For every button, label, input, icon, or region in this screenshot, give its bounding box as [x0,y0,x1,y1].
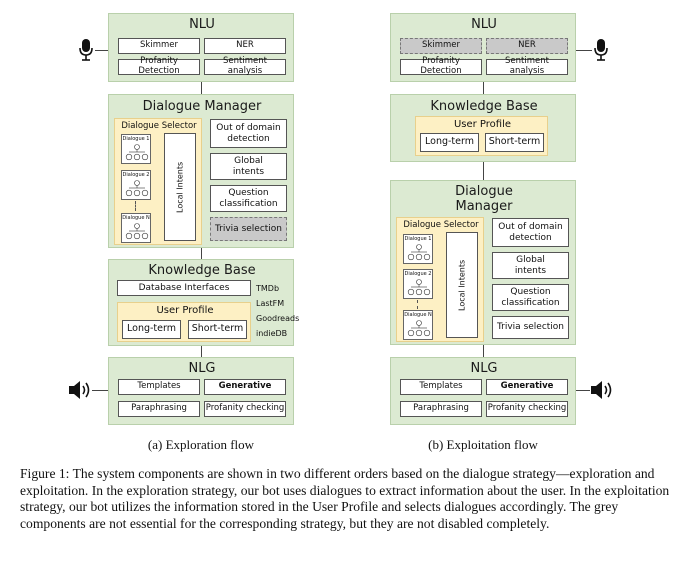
knowledge-base-panel-right: Knowledge Base User Profile Long-term Sh… [390,94,576,162]
sentiment-analysis-box: Sentiment analysis [204,56,286,76]
source-tmdb: TMDb [256,284,280,293]
nlu-panel: NLU Skimmer NER Profanity Detection Sent… [108,13,294,82]
dialogue-1-label: Dialogue 1 [122,136,150,142]
dialogue-manager-panel: Dialogue Manager Dialogue Selector Dialo… [108,94,294,248]
short-term-box: Short-term [188,320,247,339]
caption-b: (b) Exploitation flow [428,437,538,452]
paraphrasing-box: Paraphrasing [118,401,200,417]
dialogue-manager-panel-right: Dialogue Manager Dialogue Selector Dialo… [390,180,576,345]
trivia-selection-box-right: Trivia selection [492,316,569,339]
trivia-selection-box: Trivia selection [210,217,287,241]
nlg-title-right: NLG [470,361,498,376]
user-profile-label: User Profile [156,305,214,316]
ner-box: NER [204,38,286,54]
nlg-panel: NLG Templates Generative Paraphrasing Pr… [108,357,294,425]
arrow-nlu-dm [201,82,202,94]
nlg-panel-right: NLG Templates Generative Paraphrasing Pr… [390,357,576,425]
dialogue-n-right: Dialogue N [403,310,433,340]
arrow-dm-kb [201,248,202,259]
skimmer-box-right: Skimmer [400,38,482,54]
generative-box-right: Generative [486,379,568,395]
local-intents-right: Local Intents [446,232,478,338]
dialogue-selector-label: Dialogue Selector [121,121,197,131]
templates-box: Templates [118,379,200,395]
skimmer-box: Skimmer [118,38,200,54]
nlg-title: NLG [188,361,216,376]
arrow-nlu-kb-right [483,82,484,94]
nlu-title-right: NLU [471,17,497,32]
nlu-title: NLU [189,17,215,32]
dialogue-tree-icon [125,144,149,161]
dialogue-2-label-right: Dialogue 2 [404,271,432,277]
mic-connector [95,50,108,51]
speaker-connector [92,390,108,391]
mic-connector-right [576,50,592,51]
templates-box-right: Templates [400,379,482,395]
short-term-box-right: Short-term [485,133,544,152]
dialogue-manager-title: Dialogue Manager [142,99,262,114]
out-of-domain-box-right: Out of domain detection [492,218,569,247]
profanity-detection-box-right: Profanity Detection [400,56,482,76]
dialogue-n-label-right: Dialogue N [404,312,432,318]
out-of-domain-box: Out of domain detection [210,119,287,148]
knowledge-base-title-right: Knowledge Base [430,99,538,114]
source-indiedb: indieDB [256,329,288,338]
global-intents-box: Global intents [210,153,287,180]
arrow-kb-nlg [201,346,202,357]
dialogue-manager-title-1: Dialogue [455,184,513,199]
profanity-detection-box: Profanity Detection [118,56,200,76]
question-classification-box-right: Question classification [492,284,569,311]
knowledge-base-panel: Knowledge Base Database Interfaces User … [108,259,299,346]
dialogue-2-label: Dialogue 2 [122,172,150,178]
user-profile: User Profile Long-term Short-term [117,302,251,342]
arrow-dm-nlg-right [483,345,484,357]
dialogue-tree-icon [125,223,149,240]
dialogue-1-label-right: Dialogue 1 [404,236,432,242]
profanity-checking-box: Profanity checking [204,401,286,417]
question-classification-box: Question classification [210,185,287,212]
paraphrasing-box-right: Paraphrasing [400,401,482,417]
user-profile-label-right: User Profile [453,119,512,130]
sentiment-analysis-box-right: Sentiment analysis [486,56,568,76]
dialogue-ellipsis [135,201,136,211]
dialogue-selector-label-right: Dialogue Selector [403,220,479,230]
microphone-icon [594,39,608,61]
long-term-box-right: Long-term [420,133,479,152]
speaker-icon [69,381,90,399]
ner-box-right: NER [486,38,568,54]
caption-a: (a) Exploration flow [147,437,255,452]
generative-box: Generative [204,379,286,395]
dialogue-tree-icon [407,279,431,296]
knowledge-base-title: Knowledge Base [148,263,256,278]
database-interfaces-box: Database Interfaces [117,280,251,296]
dialogue-tree-icon [407,320,431,337]
nlu-panel-right: NLU Skimmer NER Profanity Detection Sent… [390,13,576,82]
dialogue-2-right: Dialogue 2 [403,269,433,299]
figure-caption: Figure 1: The system components are show… [20,466,670,531]
dialogue-manager-title-2: Manager [455,199,513,214]
dialogue-n: Dialogue N [121,213,151,243]
arrow-kb-dm-right [483,162,484,180]
dialogue-1-right: Dialogue 1 [403,234,433,264]
local-intents: Local Intents [164,133,196,241]
microphone-icon [79,39,93,61]
global-intents-box-right: Global intents [492,252,569,279]
dialogue-selector-right: Dialogue Selector Dialogue 1 Dialogue 2 … [396,217,484,342]
dialogue-tree-icon [407,244,431,261]
profanity-checking-box-right: Profanity checking [486,401,568,417]
dialogue-tree-icon [125,180,149,197]
dialogue-ellipsis-right [417,300,418,309]
speaker-connector-right [576,390,590,391]
dialogue-n-label: Dialogue N [122,215,150,221]
user-profile-right: User Profile Long-term Short-term [415,116,548,156]
dialogue-1: Dialogue 1 [121,134,151,164]
long-term-box: Long-term [122,320,181,339]
dialogue-2: Dialogue 2 [121,170,151,200]
speaker-icon [591,381,612,399]
source-lastfm: LastFM [256,299,285,308]
dialogue-selector: Dialogue Selector Dialogue 1 Dialogue 2 … [114,118,202,245]
source-goodreads: Goodreads [256,314,300,323]
